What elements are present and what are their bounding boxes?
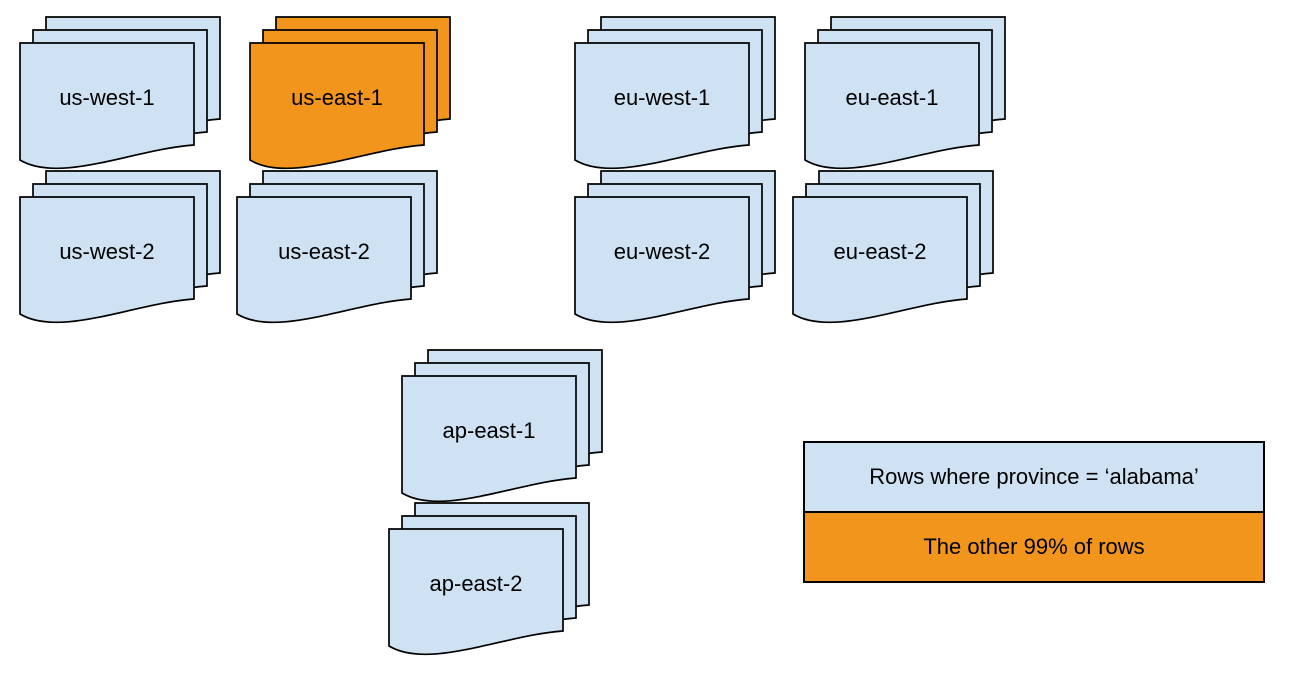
document-stack-icon — [574, 170, 776, 324]
stack-eu-west-1: eu-west-1 — [574, 16, 776, 170]
stack-us-west-1: us-west-1 — [19, 16, 221, 170]
region-label: us-east-2 — [278, 239, 370, 264]
document-stack-icon — [249, 16, 451, 170]
document-stack-icon — [19, 16, 221, 170]
stack-us-west-2: us-west-2 — [19, 170, 221, 324]
region-label: us-west-2 — [59, 239, 155, 264]
document-stack-icon — [19, 170, 221, 324]
region-label: eu-east-2 — [833, 239, 927, 264]
legend: Rows where province = ‘alabama’ The othe… — [803, 441, 1265, 583]
document-stack-icon — [236, 170, 438, 324]
region-label: ap-east-2 — [429, 571, 523, 596]
document-stack-icon — [401, 349, 603, 503]
stack-ap-east-1: ap-east-1 — [401, 349, 603, 503]
region-label: eu-west-2 — [613, 239, 711, 264]
legend-label: The other 99% of rows — [923, 534, 1145, 559]
legend-item-other-rows: The other 99% of rows — [805, 513, 1263, 581]
region-label: eu-east-1 — [845, 85, 939, 110]
stack-us-east-2: us-east-2 — [236, 170, 438, 324]
region-label: us-east-1 — [291, 85, 383, 110]
document-stack-icon — [388, 502, 590, 656]
stack-us-east-1: us-east-1 — [249, 16, 451, 170]
document-stack-icon — [804, 16, 1006, 170]
region-label: eu-west-1 — [613, 85, 711, 110]
region-label: us-west-1 — [59, 85, 155, 110]
region-label: ap-east-1 — [442, 418, 536, 443]
stack-ap-east-2: ap-east-2 — [388, 502, 590, 656]
document-stack-icon — [792, 170, 994, 324]
stack-eu-east-1: eu-east-1 — [804, 16, 1006, 170]
document-stack-icon — [574, 16, 776, 170]
stack-eu-west-2: eu-west-2 — [574, 170, 776, 324]
legend-item-alabama-rows: Rows where province = ‘alabama’ — [805, 443, 1263, 513]
legend-label: Rows where province = ‘alabama’ — [869, 464, 1199, 489]
stack-eu-east-2: eu-east-2 — [792, 170, 994, 324]
